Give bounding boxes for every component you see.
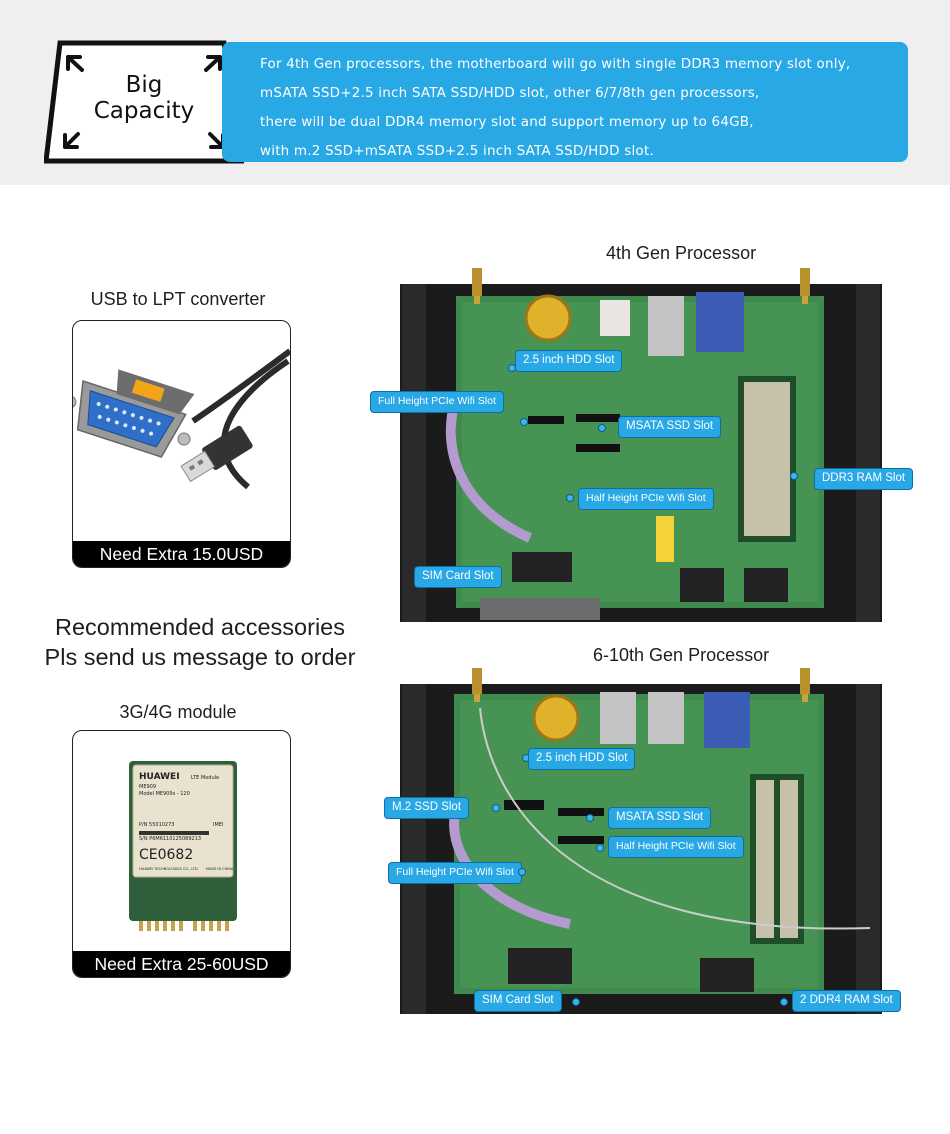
module-model: ME909 — [139, 784, 156, 790]
gen6-m2-label: M.2 SSD Slot — [384, 797, 470, 819]
gen6-sim-label: SIM Card Slot — [474, 990, 562, 1012]
gen4-half-wifi-label: Half Height PCIe Wifi Slot — [578, 488, 714, 510]
half-wifi-pointer-dot — [596, 844, 604, 852]
module-imei-label: IMEI — [213, 822, 223, 828]
module-model-line: Model ME909s - 120 — [139, 791, 190, 797]
gen6-msata-label: MSATA SSD Slot — [608, 807, 712, 829]
gen6-10-title: 6-10th Gen Processor — [593, 645, 770, 665]
parallel-cable-image — [73, 348, 290, 490]
banner-line-3: there will be dual DDR4 memory slot and … — [260, 114, 754, 130]
module-brand: HUAWEI — [139, 772, 180, 782]
big-capacity-badge: Big Capacity — [44, 40, 244, 164]
sim-pointer-dot — [572, 998, 580, 1006]
badge-line-2: Capacity — [93, 98, 195, 124]
msata-pointer-dot — [586, 814, 594, 822]
gen4-full-wifi-label: Full Height PCIe Wifi Slot — [370, 391, 504, 413]
recommended-accessories-heading: Recommended accessories Pls send us mess… — [20, 612, 380, 672]
motherboard-image — [400, 268, 882, 622]
gen6-hdd-slot-label: 2.5 inch HDD Slot — [528, 748, 636, 770]
module-title: 3G/4G module — [119, 702, 237, 722]
gen4-ddr3-label: DDR3 RAM Slot — [814, 468, 914, 490]
gen4-hdd-slot-label: 2.5 inch HDD Slot — [515, 350, 623, 372]
gen6-half-wifi-label: Half Height PCIe Wifi Slot — [608, 836, 744, 858]
banner-line-4: with m.2 SSD+mSATA SSD+2.5 inch SATA SSD… — [260, 143, 654, 159]
module-pn: P/N 55010273 — [139, 822, 174, 828]
module-origin: MADE IN CHINA — [206, 867, 234, 871]
gen4-msata-label: MSATA SSD Slot — [618, 416, 722, 438]
lte-module-card: HUAWEI LTE Module ME909 Model ME909s - 1… — [72, 730, 291, 978]
lte-module-image: HUAWEI LTE Module ME909 Model ME909s - 1… — [129, 761, 237, 931]
banner-line-1: For 4th Gen processors, the motherboard … — [260, 56, 851, 72]
usb-lpt-price: Need Extra 15.0USD — [73, 541, 290, 567]
recommended-line-1: Recommended accessories — [55, 614, 345, 640]
full-wifi-pointer-dot — [518, 868, 526, 876]
msata-pointer-dot — [598, 424, 606, 432]
module-ce: CE0682 — [139, 847, 193, 863]
gen6-full-wifi-label: Full Height PCIe Wifi Slot — [388, 862, 522, 884]
gen4-sim-label: SIM Card Slot — [414, 566, 502, 588]
half-wifi-pointer-dot — [566, 494, 574, 502]
gen4-title: 4th Gen Processor — [606, 243, 757, 263]
gen4-board-photo: 2.5 inch HDD Slot Full Height PCIe Wifi … — [370, 268, 914, 628]
gen6-10-board-photo: 2.5 inch HDD Slot M.2 SSD Slot MSATA SSD… — [384, 668, 901, 1020]
badge-line-1: Big — [125, 72, 163, 98]
m2-pointer-dot — [492, 804, 500, 812]
gen6-ddr4-label: 2 DDR4 RAM Slot — [792, 990, 901, 1012]
module-price: Need Extra 25-60USD — [73, 951, 290, 977]
module-maker: HUAWEI TECHNOLOGIES CO., LTD. — [139, 867, 199, 871]
usb-lpt-card: Need Extra 15.0USD — [72, 320, 291, 568]
module-sn: S/N P6M6110125089213 — [139, 836, 201, 842]
full-wifi-pointer-dot — [520, 418, 528, 426]
banner-line-2: mSATA SSD+2.5 inch SATA SSD/HDD slot, ot… — [260, 85, 760, 101]
usb-lpt-title: USB to LPT converter — [90, 289, 266, 309]
module-type: LTE Module — [191, 775, 219, 781]
ddr3-pointer-dot — [790, 472, 798, 480]
capacity-banner: For 4th Gen processors, the motherboard … — [222, 42, 908, 162]
recommended-line-2: Pls send us message to order — [44, 644, 356, 670]
ddr4-pointer-dot — [780, 998, 788, 1006]
